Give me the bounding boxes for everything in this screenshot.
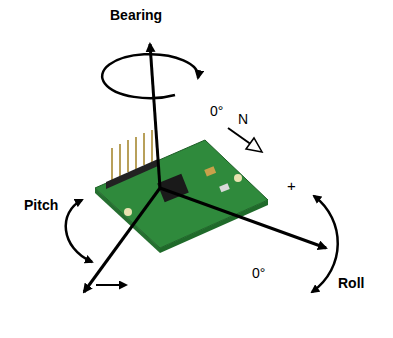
axes xyxy=(84,44,326,292)
bearing-rotation-arrow xyxy=(102,54,198,98)
axis-title: Bearing xyxy=(110,8,162,23)
pin-header-base xyxy=(106,159,158,189)
pitch-rotation-arrow xyxy=(66,200,92,262)
axis-title: Pitch xyxy=(24,198,58,213)
angle-label: 0° xyxy=(252,266,265,281)
pitch-tick-arrow xyxy=(96,284,126,286)
north-arrow xyxy=(228,128,262,152)
axis-title: Roll xyxy=(338,276,364,291)
sign-label: + xyxy=(287,178,296,195)
north-label: N xyxy=(238,112,248,127)
angle-label: 0° xyxy=(210,104,223,119)
roll-rotation-arrow xyxy=(312,196,338,292)
